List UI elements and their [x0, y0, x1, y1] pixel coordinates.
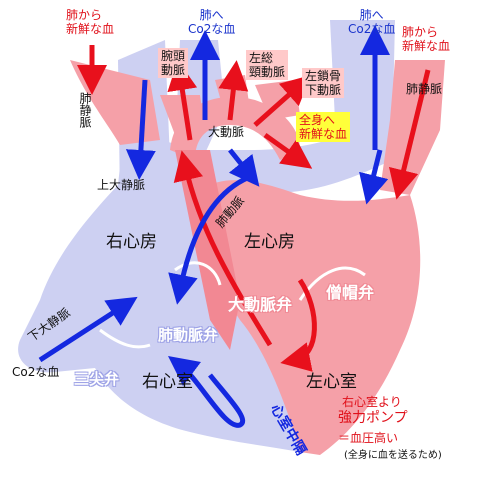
label-pa-left-top: 肺へ Co2な血	[188, 8, 236, 36]
arrow-aorta-up	[173, 150, 273, 347]
note-line2: 強力ポンプ	[338, 410, 408, 426]
label-left-atrium: 左心房	[244, 232, 295, 252]
note-line3: ＝血圧高い	[338, 431, 399, 445]
label-to-body: 全身へ 新鮮な血	[296, 112, 351, 142]
arrow-aorta-body	[263, 132, 313, 169]
label-aorta: 大動脈	[208, 125, 245, 139]
label-right-ventricle: 右心室	[142, 372, 193, 392]
valve-line-tricuspid	[99, 328, 151, 349]
arrow-pv-right	[388, 69, 431, 200]
label-aortic-valve: 大動脈弁	[228, 295, 293, 314]
label-pa-right-top: 肺へ Co2な血	[348, 8, 396, 36]
label-left-ventricle: 左心室	[306, 372, 357, 392]
note-line1: 右心室より	[342, 395, 402, 409]
arrow-carotid	[218, 60, 249, 121]
label-svc: 上大静脈	[97, 178, 146, 192]
label-pulm-vein-right: 肺静脈	[406, 82, 443, 96]
arrow-pa-right-low	[359, 149, 389, 205]
left-heart-body	[200, 180, 421, 455]
arrow-right-ventricle	[168, 355, 246, 428]
label-mitral-valve: 僧帽弁	[326, 283, 375, 302]
arrow-subclavian	[253, 75, 312, 127]
label-left-subclavian: 左鎖骨 下動脈	[302, 68, 345, 98]
ascending-aorta	[175, 150, 240, 350]
arrow-left-ventricle	[280, 278, 317, 372]
label-pulm-vein-left: 肺静脈	[78, 92, 92, 128]
arrow-svc-down	[125, 79, 156, 180]
label-brachiocephalic: 腕頭 動脈	[158, 48, 189, 78]
arrow-ivc	[38, 296, 138, 363]
valve-line-pulm	[174, 261, 222, 286]
label-pulmonary-valve: 肺動脈弁	[158, 326, 219, 344]
label-left-carotid: 左総 頸動脈	[246, 50, 289, 80]
arrow-ao-body-right	[228, 148, 260, 187]
brachiocephalic-shape	[160, 95, 205, 135]
label-pv-right-top: 肺から 新鮮な血	[402, 25, 451, 53]
label-tricuspid-valve: 三尖弁	[74, 370, 120, 388]
label-co2-blood: Co2な血	[12, 365, 60, 379]
label-pv-left-top: 肺から 新鮮な血	[66, 8, 115, 36]
arrow-brachio	[167, 60, 198, 141]
label-right-atrium: 右心房	[106, 232, 157, 252]
note-line4: (全身に血を送るため)	[344, 450, 442, 461]
